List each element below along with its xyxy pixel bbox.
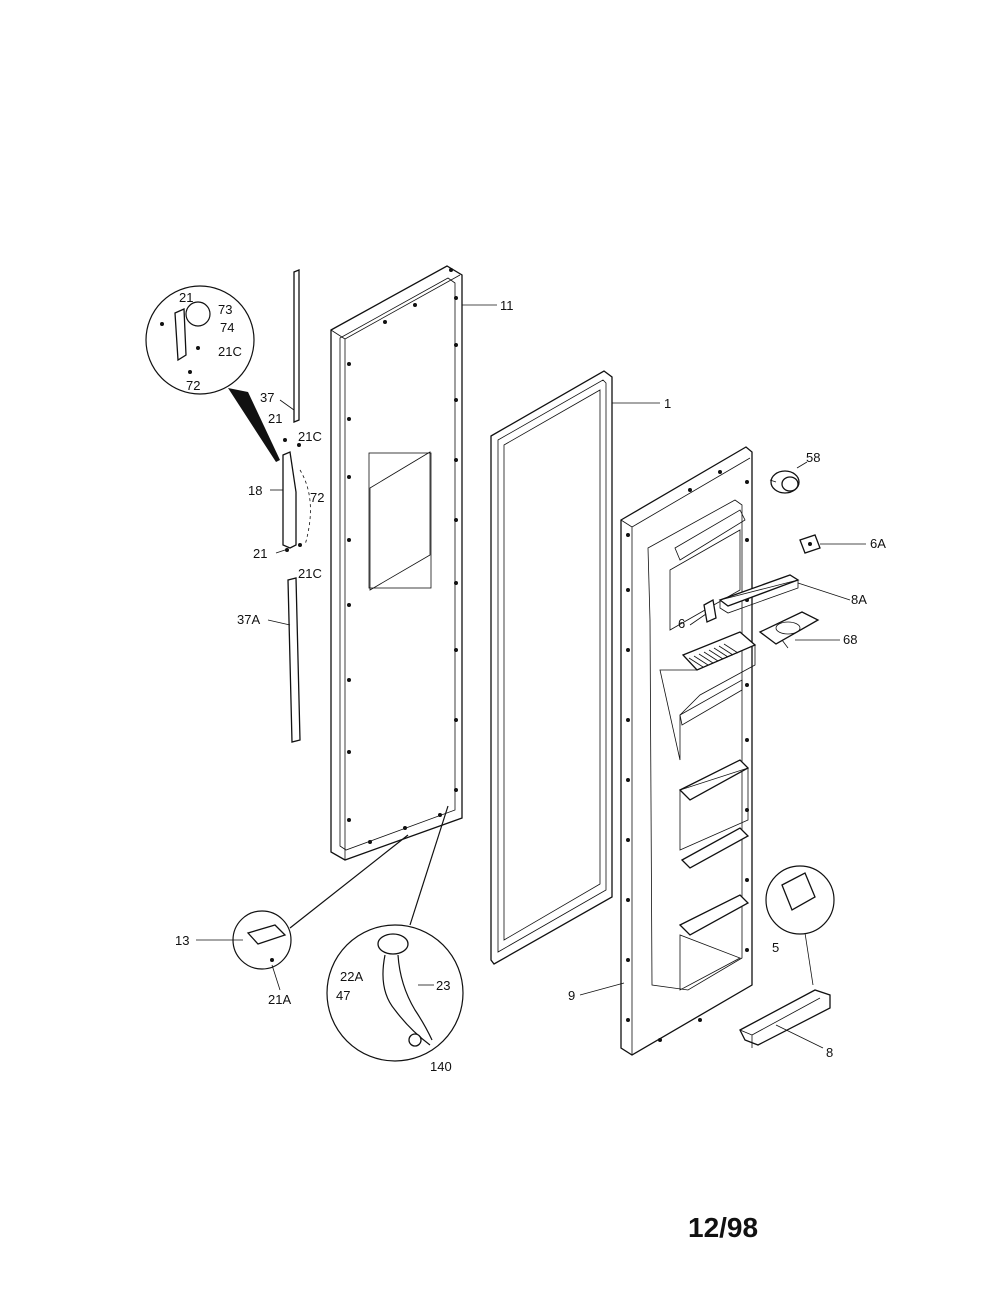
ice-chute-8 bbox=[739, 989, 831, 1048]
label-21-bot: 21 bbox=[253, 546, 267, 561]
label-18: 18 bbox=[248, 483, 262, 498]
hinge-inset bbox=[145, 285, 280, 462]
label-74: 74 bbox=[220, 320, 234, 335]
date-code: 12/98 bbox=[688, 1212, 759, 1243]
label-6a: 6A bbox=[870, 536, 886, 551]
handle-18 bbox=[282, 438, 311, 552]
label-23: 23 bbox=[436, 978, 450, 993]
bracket-6a bbox=[799, 534, 821, 554]
trim-strip-37 bbox=[293, 269, 300, 423]
trim-strip-37a bbox=[287, 577, 301, 743]
label-21-inset: 21 bbox=[179, 290, 193, 305]
label-21c-bot: 21C bbox=[298, 566, 322, 581]
gasket-1 bbox=[490, 370, 613, 965]
label-22a: 22A bbox=[340, 969, 363, 984]
label-6: 6 bbox=[678, 616, 685, 631]
label-68: 68 bbox=[843, 632, 857, 647]
label-58: 58 bbox=[806, 450, 820, 465]
leader-lines bbox=[196, 304, 866, 1049]
label-21c-top: 21C bbox=[298, 429, 322, 444]
label-11: 11 bbox=[500, 298, 514, 313]
label-73: 73 bbox=[218, 302, 232, 317]
label-37: 37 bbox=[260, 390, 274, 405]
door-liner-9 bbox=[620, 446, 757, 1056]
label-8: 8 bbox=[826, 1045, 833, 1060]
door-panel-11 bbox=[330, 265, 463, 861]
rail-8a bbox=[718, 574, 800, 614]
label-37a: 37A bbox=[237, 612, 260, 627]
spring-clip-5 bbox=[765, 865, 835, 986]
label-72-inset: 72 bbox=[186, 378, 200, 393]
label-1: 1 bbox=[664, 396, 671, 411]
drip-grille bbox=[688, 643, 739, 668]
screw-58 bbox=[769, 470, 800, 494]
label-5: 5 bbox=[772, 940, 779, 955]
label-8a: 8A bbox=[851, 592, 867, 607]
lever-6 bbox=[703, 598, 717, 623]
door-liner-screw-holes bbox=[626, 470, 749, 1042]
harness-inset bbox=[326, 805, 464, 1062]
label-72: 72 bbox=[310, 490, 324, 505]
label-47: 47 bbox=[336, 988, 350, 1003]
door-panel-screw-holes bbox=[347, 268, 458, 844]
label-21a: 21A bbox=[268, 992, 291, 1007]
label-21c-inset: 21C bbox=[218, 344, 242, 359]
label-21-top: 21 bbox=[268, 411, 282, 426]
label-9: 9 bbox=[568, 988, 575, 1003]
hinge-bracket-13 bbox=[232, 834, 409, 970]
dispenser-cup-68 bbox=[758, 611, 820, 649]
label-13: 13 bbox=[175, 933, 189, 948]
label-140: 140 bbox=[430, 1059, 452, 1074]
